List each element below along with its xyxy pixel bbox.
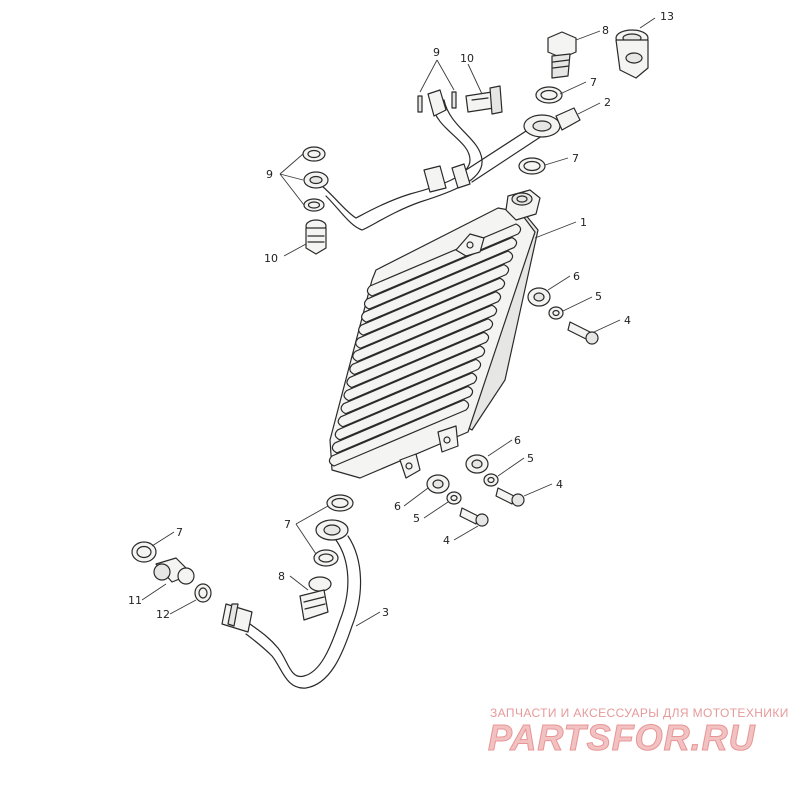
washer-7-lower-b: [313, 549, 339, 567]
washer-7-left: [131, 541, 157, 563]
cooler-fin: [337, 358, 482, 428]
cooler-fin: [331, 385, 474, 454]
callout-11: 11: [128, 594, 142, 607]
callout-9-top: 9: [433, 46, 440, 59]
washer-7-mid: [518, 157, 546, 175]
callout-4-lower-right: 4: [556, 478, 563, 491]
seal-ring-9b: [451, 91, 457, 109]
callout-4-lower-left: 4: [443, 534, 450, 547]
callout-8-top: 8: [602, 24, 609, 37]
watermark: ЗАПЧАСТИ И АКСЕССУАРЫ ДЛЯ МОТОТЕХНИКИ PA…: [488, 706, 789, 759]
leader-lines: [141, 17, 656, 627]
callout-6-lower-left: 6: [394, 500, 401, 513]
washer-9-left-top: [302, 146, 326, 162]
callout-5-lower-left: 5: [413, 512, 420, 525]
callout-6-upper: 6: [573, 270, 580, 283]
washer-7-lower-a: [326, 494, 354, 512]
mount-set-lower-right: [465, 454, 525, 507]
lower-oil-hose: [221, 519, 362, 689]
mount-set-upper-right: [527, 287, 599, 345]
washer-7-upper: [535, 86, 563, 104]
cooler-fin: [361, 250, 514, 323]
callout-2: 2: [604, 96, 611, 109]
callout-7-left: 7: [176, 526, 183, 539]
watermark-tagline: ЗАПЧАСТИ И АКСЕССУАРЫ ДЛЯ МОТОТЕХНИКИ: [490, 706, 789, 720]
callout-7-lower: 7: [284, 518, 291, 531]
banjo-bolt-upper: [465, 85, 503, 115]
top-mount-bracket: [455, 233, 485, 257]
callout-8-lower: 8: [278, 570, 285, 583]
cooler-fin: [355, 277, 506, 349]
cooler-fin: [349, 304, 498, 376]
cooler-fin: [363, 236, 518, 310]
callout-9-left: 9: [266, 168, 273, 181]
callout-6-lower-right: 6: [514, 434, 521, 447]
callout-10-top: 10: [460, 52, 474, 65]
callout-5-upper: 5: [595, 290, 602, 303]
washer-9-left-bottom: [303, 198, 325, 212]
mount-set-lower-left: [426, 474, 489, 527]
watermark-brand: PARTSFOR.RU: [488, 717, 756, 758]
cooler-fins: [328, 223, 522, 467]
seal-ring-9a: [417, 95, 423, 113]
banjo-bolt-10-left: [305, 219, 327, 255]
callout-13: 13: [660, 10, 674, 23]
upper-oil-hose: [303, 89, 581, 231]
cooler-fin: [343, 331, 490, 402]
adapter-fitting-11: [153, 557, 195, 585]
bottom-mount-bracket-right: [437, 425, 459, 453]
oil-cooler-radiator: [328, 189, 541, 479]
cooler-fin: [352, 291, 502, 362]
banjo-bolt-8-top: [547, 31, 577, 79]
fitting-13: [615, 29, 649, 79]
callout-7-top: 7: [590, 76, 597, 89]
cooler-fin: [328, 399, 470, 467]
callout-3: 3: [382, 606, 389, 619]
callout-12: 12: [156, 608, 170, 621]
banjo-bolt-8-lower: [299, 576, 332, 621]
callout-5-lower-right: 5: [527, 452, 534, 465]
callout-4-upper: 4: [624, 314, 631, 327]
o-ring-12: [194, 583, 212, 603]
cooler-fin: [340, 345, 486, 415]
cooler-fin: [358, 264, 510, 336]
cooler-fin: [334, 372, 478, 441]
callout-labels: 13 8 7 2 9 10 7 9 10 1 6 5 4 6 5 4 6 5 4…: [128, 10, 674, 621]
callout-7-mid: 7: [572, 152, 579, 165]
bottom-mount-bracket-left: [399, 453, 421, 479]
callout-1: 1: [580, 216, 587, 229]
cooler-fin: [346, 318, 494, 389]
callout-10-left: 10: [264, 252, 278, 265]
